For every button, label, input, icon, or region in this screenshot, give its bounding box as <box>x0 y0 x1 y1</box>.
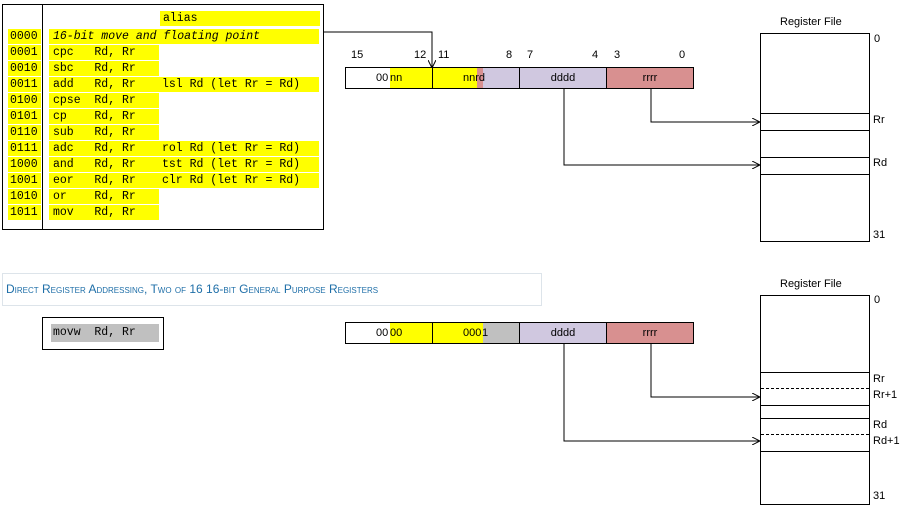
opcode-arrow <box>324 31 432 67</box>
rr-arrow-bottom <box>650 344 759 397</box>
field-src: rrrr <box>606 67 694 89</box>
opcode-code: 0111 <box>8 141 41 156</box>
register-label-rr-bottom: Rr <box>873 373 885 385</box>
movw-instruction: movw Rd, Rr <box>51 324 159 342</box>
bit-3: 3 <box>614 49 621 61</box>
opcode-instruction: cpc Rd, Rr <box>49 45 159 60</box>
rd-arrow-top <box>563 89 759 165</box>
opcode-alias: lsl Rd (let Rr = Rd) <box>159 77 319 92</box>
field-movw-high-post: 00 <box>390 327 403 339</box>
register-rd-top <box>761 157 869 175</box>
field-movw-low-pre: 000 <box>463 327 482 339</box>
opcode-instruction: sbc Rd, Rr <box>49 61 159 76</box>
opcode-instruction: cpse Rd, Rr <box>49 93 159 108</box>
opcode-code: 1000 <box>8 157 41 172</box>
bit-0: 0 <box>679 49 686 61</box>
opcode-instruction: or Rd, Rr <box>49 189 159 204</box>
table-divider <box>42 5 43 229</box>
opcode-table: alias <box>2 4 324 230</box>
register-file-title-top: Register File <box>780 16 842 28</box>
section-heading: Direct Register Addressing, Two of 16 16… <box>2 273 542 306</box>
bit-15: 15 <box>351 49 364 61</box>
rd-arrow-bottom <box>563 344 759 441</box>
rr-arrow-top <box>650 89 759 122</box>
register-index-31-top: 31 <box>873 229 886 241</box>
opcode-instruction: adc Rd, Rr <box>49 141 159 156</box>
opcode-code: 0101 <box>8 109 41 124</box>
opcode-instruction: and Rd, Rr <box>49 157 159 172</box>
register-label-rd-bottom: Rd <box>873 419 888 431</box>
field-movw-low-post: 1 <box>482 327 489 339</box>
field-opcode-high-pre: 00 <box>376 72 389 84</box>
register-index-0-top: 0 <box>874 33 881 45</box>
opcode-code: 1001 <box>8 173 41 188</box>
register-pair-rd-divider <box>761 434 869 435</box>
field-dest: dddd <box>519 67 607 89</box>
bit-4: 4 <box>592 49 599 61</box>
register-label-rd1-bottom: Rd+1 <box>873 435 900 447</box>
register-file-top <box>760 33 870 242</box>
bit-11: 11 <box>438 49 450 61</box>
movw-box: movw Rd, Rr <box>42 317 164 350</box>
opcode-instruction: mov Rd, Rr <box>49 205 159 220</box>
register-pair-rr <box>761 372 869 406</box>
register-file-title-bottom: Register File <box>780 278 842 290</box>
opcode-code: 1011 <box>8 205 41 220</box>
field-movw-src: rrrr <box>606 322 694 344</box>
opcode-code: 0001 <box>8 45 41 60</box>
register-index-0-bottom: 0 <box>874 294 881 306</box>
register-label-rd-top: Rd <box>873 157 888 169</box>
opcode-code: 0000 <box>8 29 41 44</box>
opcode-alias: rol Rd (let Rr = Rd) <box>159 141 319 156</box>
opcode-code: 0110 <box>8 125 41 140</box>
register-rr-top <box>761 113 869 131</box>
opcode-group-title: 16-bit move and floating point <box>49 29 319 44</box>
opcode-code: 0010 <box>8 61 41 76</box>
field-movw-dest: dddd <box>519 322 607 344</box>
register-label-rr-top: Rr <box>873 114 885 126</box>
opcode-instruction: eor Rd, Rr <box>49 173 159 188</box>
opcode-code: 1010 <box>8 189 41 204</box>
field-movw-high-pre: 00 <box>376 327 389 339</box>
field-opcode-low-text: nnrd <box>463 72 486 84</box>
opcode-alias: clr Rd (let Rr = Rd) <box>159 173 319 188</box>
field-opcode-low: nnrd <box>432 67 520 89</box>
register-index-31-bottom: 31 <box>873 490 886 502</box>
bit-7: 7 <box>527 49 534 61</box>
register-pair-rd <box>761 418 869 452</box>
opcode-alias: tst Rd (let Rr = Rd) <box>159 157 319 172</box>
opcode-instruction: sub Rd, Rr <box>49 125 159 140</box>
bit-12: 12 <box>414 49 427 61</box>
register-pair-rr-divider <box>761 388 869 389</box>
opcode-code: 0011 <box>8 77 41 92</box>
opcode-instruction: add Rd, Rr <box>49 77 159 92</box>
opcode-code: 0100 <box>8 93 41 108</box>
alias-header: alias <box>160 11 320 26</box>
opcode-instruction: cp Rd, Rr <box>49 109 159 124</box>
field-opcode-high-post: nn <box>390 72 403 84</box>
bit-8: 8 <box>506 49 513 61</box>
register-file-bottom <box>760 295 870 505</box>
register-label-rr1-bottom: Rr+1 <box>873 389 898 401</box>
